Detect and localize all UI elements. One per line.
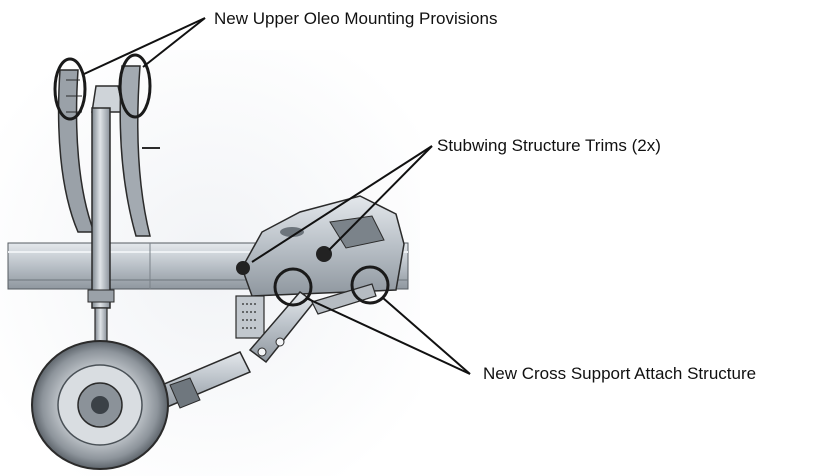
wheel xyxy=(31,340,169,470)
side-bracket xyxy=(235,295,265,339)
highlight-cross-left xyxy=(273,267,313,307)
callout-upper-oleo: New Upper Oleo Mounting Provisions xyxy=(214,9,498,28)
highlight-circles xyxy=(53,53,390,307)
highlight-upper-right xyxy=(118,53,152,119)
callout-cross-support: New Cross Support Attach Structure xyxy=(483,364,757,383)
callout-stubwing-trims: Stubwing Structure Trims (2x) xyxy=(437,136,661,155)
upper-oleo-frames xyxy=(57,65,160,237)
drag-brace xyxy=(148,283,377,411)
main-strut xyxy=(87,107,115,364)
highlight-cross-right xyxy=(350,265,390,305)
highlight-upper-left xyxy=(53,57,87,121)
stubwing-trim-left xyxy=(236,261,250,275)
callout-leaders xyxy=(83,17,471,375)
stubwing-trim-right xyxy=(316,246,332,262)
